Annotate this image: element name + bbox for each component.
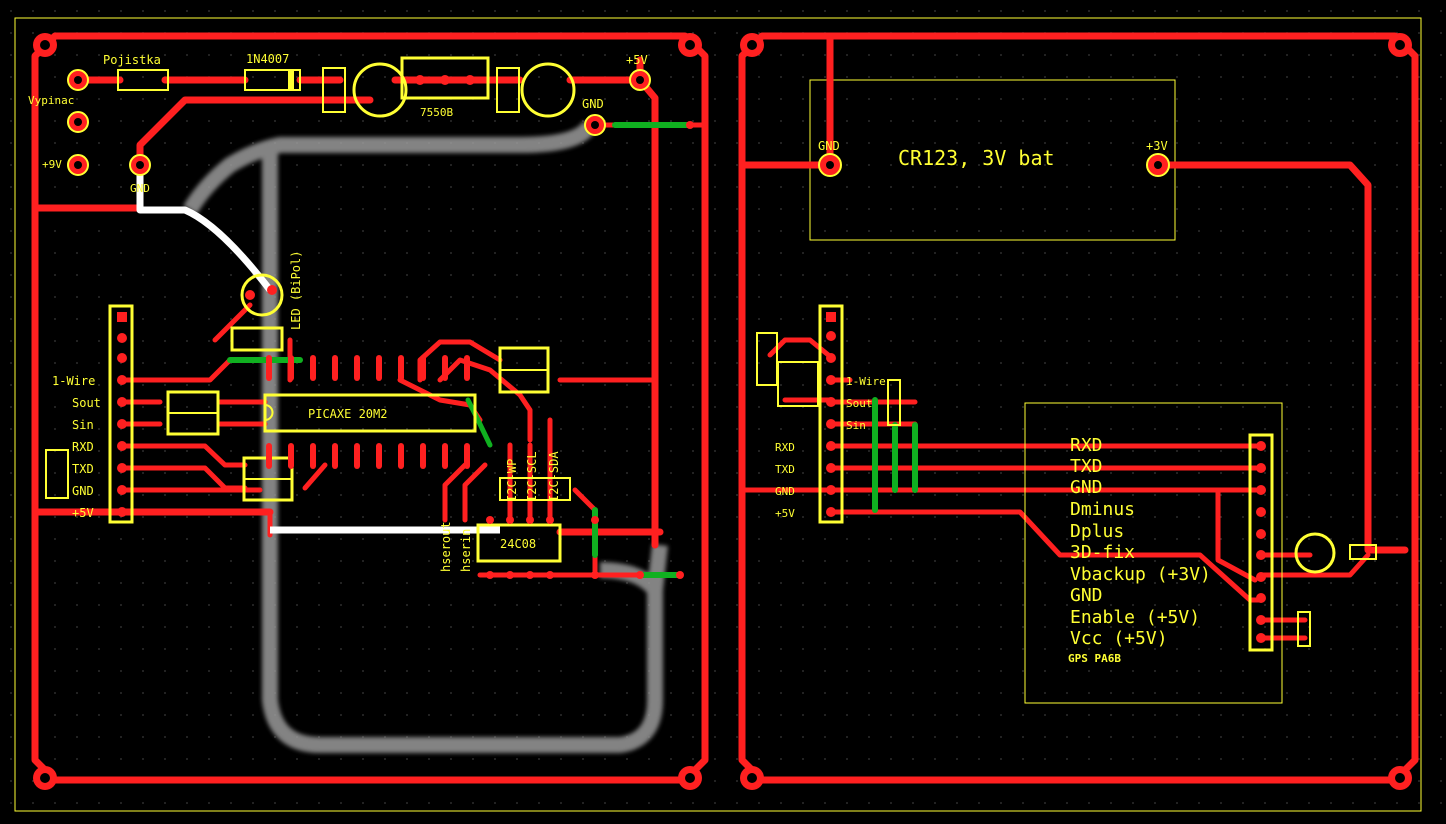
header-left-pin-6: GND <box>72 484 94 498</box>
gps-jumper <box>1297 611 1311 647</box>
label-chip: PICAXE 20M2 <box>308 407 387 421</box>
right-traces <box>738 32 1409 641</box>
header-left-labels: 1-Wire Sout Sin RXD TXD GND +5V <box>52 374 101 520</box>
eeprom-chip <box>476 523 562 563</box>
label-plus9v: +9V <box>42 158 62 171</box>
fuse-outline <box>117 69 169 91</box>
header-left-pin-7: +5V <box>72 506 94 520</box>
gps-pin-2: TXD <box>1070 456 1103 477</box>
label-plus5v: +5V <box>626 53 648 67</box>
regulator-area <box>322 56 576 118</box>
label-battery-plus3v: +3V <box>1146 139 1168 153</box>
led-outline <box>240 273 284 317</box>
label-i2c-scl: I2C-SCL <box>525 451 539 502</box>
diode-outline <box>244 69 301 91</box>
header-right-pin-3: Sin <box>846 419 866 432</box>
gps-pin-3: GND <box>1070 477 1103 498</box>
label-battery-gnd: GND <box>818 139 840 153</box>
left-board: Pojistka 1N4007 7550B Vypinac +9V +5V GN… <box>28 32 709 790</box>
gps-pin-6: 3D-fix <box>1070 542 1135 563</box>
label-led: LED (BiPol) <box>289 251 303 330</box>
label-fuse: Pojistka <box>103 53 161 67</box>
header-left-pin-4: RXD <box>72 440 94 454</box>
left-traces <box>31 56 708 578</box>
label-battery: CR123, 3V bat <box>898 146 1055 170</box>
gps-pin-9: Enable (+5V) <box>1070 607 1200 628</box>
header-left-pin-2: Sout <box>72 396 101 410</box>
gps-pin-labels: RXD TXD GND Dminus Dplus 3D-fix Vbackup … <box>1070 435 1211 649</box>
board-frame <box>14 17 1422 812</box>
gps-pin-10: Vcc (+5V) <box>1070 628 1168 649</box>
gps-pin-5: Dplus <box>1070 521 1124 542</box>
header-right-pin-6: GND <box>775 485 795 498</box>
label-switch: Vypinac <box>28 94 74 107</box>
header-left-pin-3: Sin <box>72 418 94 432</box>
header-right-pin-5: TXD <box>775 463 795 476</box>
gps-pin-7: Vbackup (+3V) <box>1070 564 1211 585</box>
gps-pin-1: RXD <box>1070 435 1103 456</box>
gps-pin-4: Dminus <box>1070 499 1135 520</box>
header-right-pin-1: 1-Wire <box>846 375 886 388</box>
gps-module-outline <box>1024 402 1283 704</box>
label-i2c-wp: I2C-WP <box>505 459 519 502</box>
label-gps-module: GPS PA6B <box>1068 652 1121 665</box>
gps-pin-8: GND <box>1070 585 1103 606</box>
gps-header <box>1248 433 1274 652</box>
label-hserin: hserin <box>459 529 473 572</box>
label-i2c-sda: I2C-SDA <box>547 451 561 502</box>
led-resistor <box>230 326 284 352</box>
label-eeprom: 24C08 <box>500 537 536 551</box>
header-right-pin-7: +5V <box>775 507 795 520</box>
switch-pads <box>67 69 151 176</box>
header-right-pin-4: RXD <box>775 441 795 454</box>
label-regulator: 7550B <box>420 106 453 119</box>
battery-outline <box>809 79 1176 241</box>
header-left-pin-5: TXD <box>72 462 94 476</box>
gps-led <box>1294 532 1336 574</box>
picaxe-chip <box>263 355 477 469</box>
header-right-pin-2: Sout <box>846 397 873 410</box>
mounting-holes-right <box>740 33 1412 790</box>
right-board: 1-Wire Sout Sin RXD TXD GND +5V RXD TXD … <box>738 32 1419 790</box>
wire-jumper-gnd <box>136 165 273 293</box>
header-right <box>818 304 844 524</box>
i2c-resistors <box>499 477 571 501</box>
header-left <box>108 304 134 524</box>
header-left-pin-1: 1-Wire <box>52 374 95 388</box>
right-jumpers <box>872 397 918 513</box>
label-hserout: hserout <box>439 521 453 572</box>
right-resistors <box>777 361 819 407</box>
mounting-holes-left <box>33 33 702 790</box>
right-jumper-part <box>887 379 901 426</box>
gps-resistor <box>1349 544 1377 560</box>
header-right-labels: 1-Wire Sout Sin RXD TXD GND +5V <box>775 375 886 520</box>
label-gnd-top: GND <box>582 97 604 111</box>
label-diode: 1N4007 <box>246 52 289 66</box>
right-small-part <box>756 332 778 386</box>
left-jumpers <box>227 122 693 578</box>
label-gnd-left: GND <box>130 182 150 195</box>
left-resistor <box>45 449 69 499</box>
